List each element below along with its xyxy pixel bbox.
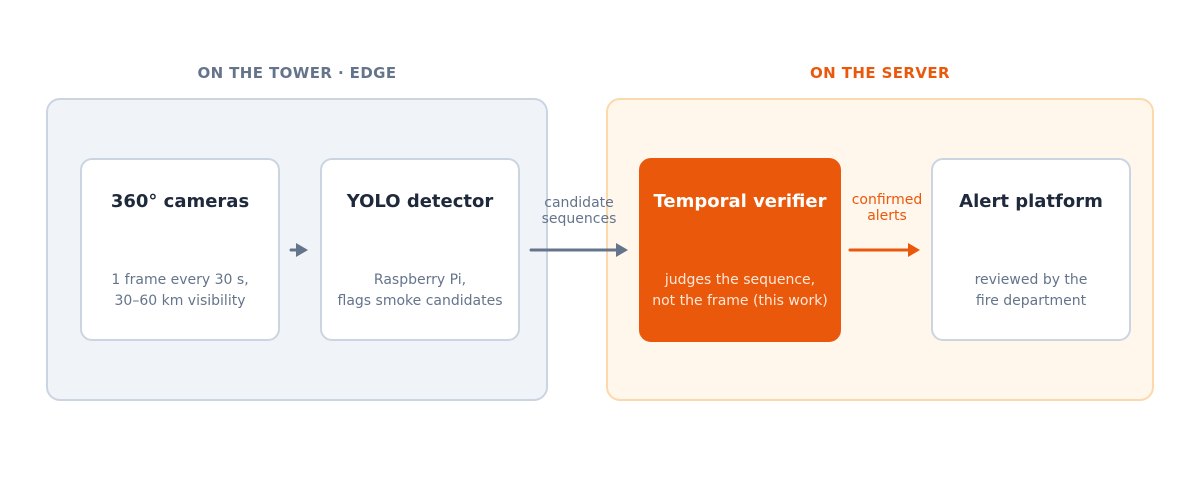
candidate-sequences-label: candidate sequences: [541, 195, 617, 227]
verifier-node: Temporal verifier judges the sequence, n…: [639, 158, 841, 342]
server-group-title: ON THE SERVER: [810, 64, 950, 82]
yolo-to-verifier-arrow: [529, 243, 628, 257]
cameras-to-yolo-arrow: [289, 243, 308, 257]
yolo-node-title: YOLO detector: [346, 191, 494, 212]
alert-node-subtitle: reviewed by the fire department: [974, 272, 1088, 309]
yolo-node: YOLO detector Raspberry Pi, flags smoke …: [320, 158, 520, 341]
alert-node-title: Alert platform: [959, 191, 1103, 212]
confirmed-alerts-label: confirmed alerts: [851, 192, 923, 224]
cameras-node-subtitle: 1 frame every 30 s, 30–60 km visibility: [111, 272, 249, 309]
alert-node: Alert platform reviewed by the fire depa…: [931, 158, 1131, 341]
yolo-node-subtitle: Raspberry Pi, flags smoke candidates: [337, 272, 503, 309]
cameras-node: 360° cameras 1 frame every 30 s, 30–60 k…: [80, 158, 280, 341]
verifier-node-title: Temporal verifier: [653, 191, 827, 212]
verifier-to-alert-arrow: [848, 243, 920, 257]
cameras-node-title: 360° cameras: [110, 191, 250, 212]
edge-group-title: ON THE TOWER · EDGE: [197, 64, 397, 82]
verifier-node-subtitle: judges the sequence, not the frame (this…: [652, 272, 828, 309]
